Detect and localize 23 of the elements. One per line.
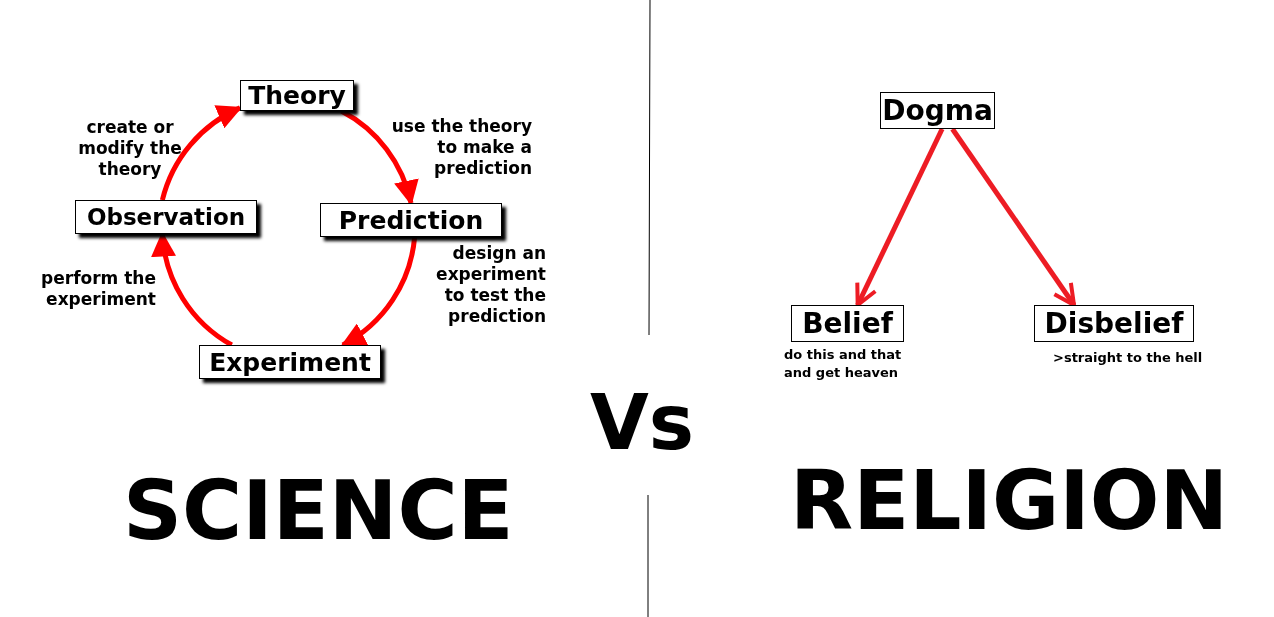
node-label: Observation — [86, 205, 246, 229]
node-label: Theory — [248, 83, 346, 108]
node-label: Belief — [802, 309, 893, 338]
arrow — [950, 127, 1077, 307]
node-label: Prediction — [338, 207, 484, 233]
edge-label: design an experiment to test the prediction — [435, 243, 546, 327]
heading-text: RELIGION — [790, 460, 1229, 542]
stage-box — [75, 200, 257, 234]
edge-label: use the theory to make a prediction — [390, 116, 532, 179]
node-label: Dogma — [882, 96, 993, 125]
node-label: Disbelief — [1044, 309, 1184, 338]
note-text: >straight to the hell — [1053, 349, 1204, 367]
stage-box — [240, 80, 354, 111]
stage-box — [320, 203, 502, 237]
arrow — [159, 105, 243, 201]
edge-label: create or modify the theory — [77, 117, 183, 180]
note-text: do this and that and get heaven — [784, 346, 903, 382]
node-label: Experiment — [209, 349, 371, 375]
edge-label: perform the experiment — [40, 268, 156, 310]
stage-box — [199, 345, 381, 379]
heading-text: SCIENCE — [123, 470, 514, 552]
heading-text: Vs — [590, 385, 695, 461]
arrow — [855, 127, 945, 307]
